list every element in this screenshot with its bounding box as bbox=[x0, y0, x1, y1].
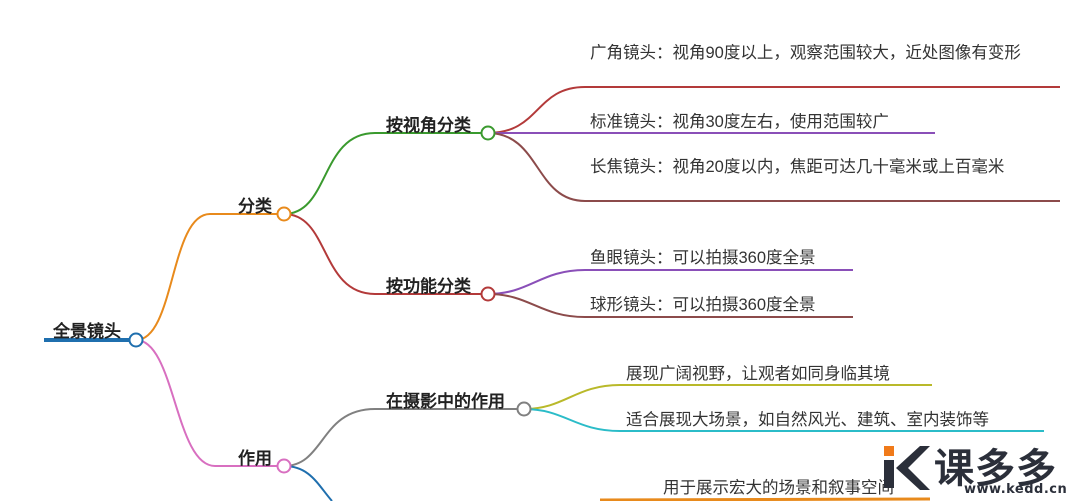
node-dot-root[interactable] bbox=[128, 332, 144, 348]
node-dot-photography[interactable] bbox=[516, 401, 532, 417]
link-leaf-telephoto bbox=[487, 132, 1060, 202]
leaf-wide-view[interactable]: 展现广阔视野，让观者如同身临其境 bbox=[626, 365, 890, 383]
node-root[interactable]: 全景镜头 bbox=[53, 322, 121, 341]
leaf-standard[interactable]: 标准镜头：视角30度左右，使用范围较广 bbox=[590, 113, 889, 131]
node-dot-by-function[interactable] bbox=[480, 286, 496, 302]
k-logo-icon bbox=[884, 446, 930, 490]
leaf-large-scene[interactable]: 适合展现大场景，如自然风光、建筑、室内装饰等 bbox=[626, 411, 989, 429]
node-usage[interactable]: 作用 bbox=[238, 449, 272, 468]
node-dot-classify[interactable] bbox=[276, 206, 292, 222]
watermark-url: www.kedd.cn bbox=[964, 482, 1068, 497]
link-classify-by-angle bbox=[283, 132, 488, 215]
link-leaf-wide-angle bbox=[487, 86, 1060, 134]
link-leaf-fisheye bbox=[487, 269, 853, 295]
link-classify-by-function bbox=[283, 213, 488, 295]
node-dot-by-angle[interactable] bbox=[480, 125, 496, 141]
link-leaf-partial bbox=[599, 497, 931, 501]
leaf-spherical[interactable]: 球形镜头：可以拍摄360度全景 bbox=[590, 296, 816, 314]
watermark-logo: 课多多 www.kedd.cn bbox=[878, 438, 1080, 501]
link-root-classify bbox=[135, 213, 284, 341]
node-dot-usage[interactable] bbox=[276, 458, 292, 474]
link-usage-photography bbox=[283, 408, 524, 467]
leaf-telephoto[interactable]: 长焦镜头：视角20度以内，焦距可达几十毫米或上百毫米 bbox=[590, 158, 1005, 176]
leaf-wide-angle[interactable]: 广角镜头：视角90度以上，观察范围较大，近处图像有变形 bbox=[590, 44, 1021, 62]
node-by-function[interactable]: 按功能分类 bbox=[386, 277, 471, 296]
link-leaf-spherical bbox=[487, 293, 853, 318]
link-leaf-large-scene bbox=[523, 408, 1044, 432]
link-root-usage bbox=[135, 339, 284, 467]
watermark-brand: 课多多 bbox=[934, 446, 1057, 492]
leaf-grand-scene[interactable]: 用于展示宏大的场景和叙事空间 bbox=[663, 479, 894, 497]
link-usage-offscreen bbox=[283, 465, 333, 501]
node-photography[interactable]: 在摄影中的作用 bbox=[386, 392, 505, 411]
node-by-angle[interactable]: 按视角分类 bbox=[386, 116, 471, 135]
link-leaf-wide-view bbox=[523, 384, 932, 410]
leaf-fisheye[interactable]: 鱼眼镜头：可以拍摄360度全景 bbox=[590, 249, 816, 267]
node-classify[interactable]: 分类 bbox=[238, 197, 272, 216]
